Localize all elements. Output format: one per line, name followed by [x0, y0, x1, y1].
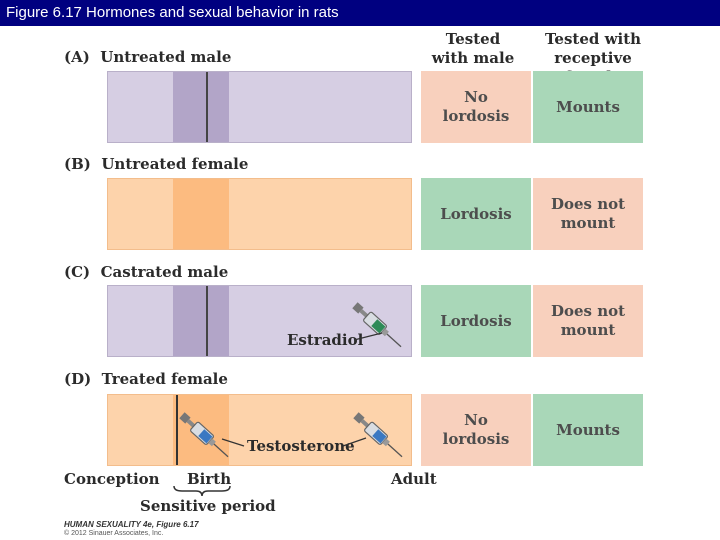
- sensitive-period-band: [173, 72, 229, 142]
- conception-mark: [176, 395, 178, 465]
- row-d-title: Treated female: [101, 370, 228, 388]
- sensitive-period-label: Sensitive period: [140, 497, 276, 515]
- row-b-letter: (B): [64, 155, 91, 173]
- row-d-label: (D) Treated female: [64, 370, 228, 388]
- title-bar: Figure 6.17 Hormones and sexual behavior…: [0, 0, 720, 26]
- estradiol-pointer: [353, 332, 383, 341]
- birth-label: Birth: [187, 470, 232, 488]
- sensitive-period-brace: [173, 485, 231, 497]
- row-c-title: Castrated male: [100, 263, 229, 281]
- row-d-result-with-female: Mounts: [533, 394, 643, 466]
- row-b-title: Untreated female: [101, 155, 249, 173]
- row-b-result-with-female-text: Does not mount: [550, 195, 626, 232]
- row-d-result-with-male-text: No lordosis: [442, 411, 510, 448]
- testosterone-syringe-late-icon: [353, 412, 403, 458]
- row-b-timeline-bar: [107, 178, 412, 250]
- row-a-result-with-female: Mounts: [533, 71, 643, 143]
- row-b-label: (B) Untreated female: [64, 155, 248, 173]
- footer-copyright: © 2012 Sinauer Associates, Inc.: [64, 530, 164, 537]
- row-c-result-with-female: Does not mount: [533, 285, 643, 357]
- row-c-result-with-male-text: Lordosis: [440, 311, 512, 330]
- birth-line: [206, 72, 208, 142]
- sensitive-period-band: [173, 179, 229, 249]
- conception-label: Conception: [64, 470, 160, 488]
- row-d-result-with-male: No lordosis: [421, 394, 531, 466]
- row-a-label: (A) Untreated male: [64, 48, 231, 66]
- row-a-result-with-male-text: No lordosis: [442, 88, 510, 125]
- figure-title: Figure 6.17 Hormones and sexual behavior…: [6, 4, 339, 21]
- adult-label: Adult: [391, 470, 437, 488]
- row-c-label: (C) Castrated male: [64, 263, 228, 281]
- testosterone-label: Testosterone: [247, 437, 355, 455]
- row-a-result-with-male: No lordosis: [421, 71, 531, 143]
- estradiol-syringe-icon: [352, 302, 402, 348]
- sensitive-period-band: [173, 286, 229, 356]
- estradiol-label: Estradiol: [287, 331, 364, 349]
- row-c-timeline-bar: [107, 285, 412, 357]
- row-b-result-with-female: Does not mount: [533, 178, 643, 250]
- row-a-title: Untreated male: [100, 48, 232, 66]
- row-d-result-with-female-text: Mounts: [556, 420, 620, 439]
- testosterone-syringe-early-icon: [179, 412, 229, 458]
- row-a-timeline-bar: [107, 71, 412, 143]
- row-c-result-with-female-text: Does not mount: [550, 302, 626, 339]
- row-a-letter: (A): [64, 48, 90, 66]
- testosterone-pointers: [221, 437, 367, 447]
- row-a-result-with-female-text: Mounts: [556, 97, 620, 116]
- row-c-letter: (C): [64, 263, 91, 281]
- header-tested-with-male: Tested with male: [431, 30, 515, 67]
- birth-line: [206, 286, 208, 356]
- footer-credit: HUMAN SEXUALITY 4e, Figure 6.17: [64, 520, 199, 529]
- row-b-result-with-male-text: Lordosis: [440, 204, 512, 223]
- row-c-result-with-male: Lordosis: [421, 285, 531, 357]
- row-d-letter: (D): [64, 370, 92, 388]
- row-b-result-with-male: Lordosis: [421, 178, 531, 250]
